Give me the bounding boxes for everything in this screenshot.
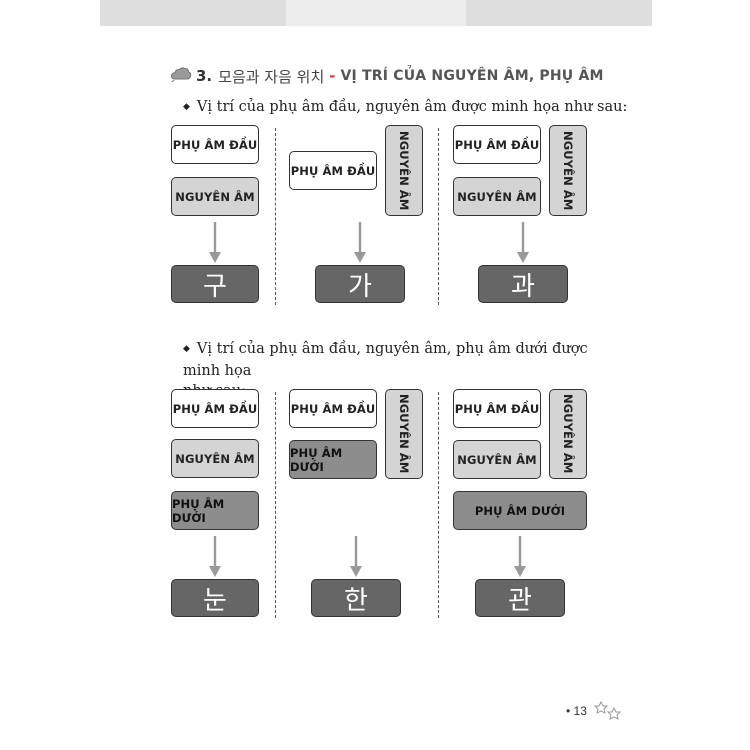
arrow-down-icon [350,536,362,577]
diamond-bullet-icon: ◆ [183,344,190,354]
box-vowel-vertical: NGUYÊN ÂM [549,389,587,479]
result-syllable: 가 [315,265,405,303]
flower-decoration-icon [592,698,626,728]
section-dash: - [329,67,336,85]
box-vowel-vertical: NGUYÊN ÂM [385,389,423,479]
box-final-consonant: PHỤ ÂM DƯỚI [453,491,587,530]
bullet-1-text: Vị trí của phụ âm đầu, nguyên âm được mi… [196,99,628,115]
top-band-left [100,0,286,26]
dashed-divider [275,392,276,618]
result-syllable: 과 [478,265,568,303]
dashed-divider [438,392,439,618]
box-vowel-vertical: NGUYÊN ÂM [385,125,423,216]
dashed-divider [438,128,439,305]
bullet-2-text-line1: Vị trí của phụ âm đầu, nguyên âm, phụ âm… [183,341,588,379]
box-initial-consonant: PHỤ ÂM ĐẦU [453,125,541,164]
result-syllable: 눈 [171,579,259,617]
bullet-1: ◆ Vị trí của phụ âm đầu, nguyên âm được m… [183,97,627,119]
box-vowel: NGUYÊN ÂM [453,177,541,216]
box-initial-consonant: PHỤ ÂM ĐẦU [289,151,377,190]
cloud-icon [170,66,192,86]
section-number: 3. [196,67,213,85]
box-vowel: NGUYÊN ÂM [171,177,259,216]
box-vowel: NGUYÊN ÂM [171,439,259,478]
result-syllable: 한 [311,579,401,617]
result-syllable: 구 [171,265,259,303]
box-final-consonant: PHỤ ÂM DƯỚI [171,491,259,530]
arrow-down-icon [514,536,526,577]
top-band-middle [286,0,466,26]
box-initial-consonant: PHỤ ÂM ĐẦU [171,389,259,428]
section-title-vietnamese: VỊ TRÍ CỦA NGUYÊN ÂM, PHỤ ÂM [340,68,604,84]
bullet-2: ◆Vị trí của phụ âm đầu, nguyên âm, phụ â… [183,339,603,401]
box-vowel: NGUYÊN ÂM [453,440,541,479]
arrow-down-icon [354,222,366,263]
page-number: • 13 [566,704,587,718]
box-initial-consonant: PHỤ ÂM ĐẦU [453,389,541,428]
top-band-right [466,0,652,26]
section-title-korean: 모음과 자음 위치 [218,67,325,86]
diamond-bullet-icon: ◆ [183,102,190,112]
box-initial-consonant: PHỤ ÂM ĐẦU [171,125,259,164]
arrow-down-icon [209,536,221,577]
arrow-down-icon [209,222,221,263]
section-heading: 3. 모음과 자음 위치 - VỊ TRÍ CỦA NGUYÊN ÂM, PHỤ… [170,64,604,88]
box-initial-consonant: PHỤ ÂM ĐẦU [289,389,377,428]
box-final-consonant: PHỤ ÂM DƯỚI [289,440,377,479]
arrow-down-icon [517,222,529,263]
result-syllable: 관 [475,579,565,617]
dashed-divider [275,128,276,305]
box-vowel-vertical: NGUYÊN ÂM [549,125,587,216]
page-number-value: 13 [573,704,587,718]
